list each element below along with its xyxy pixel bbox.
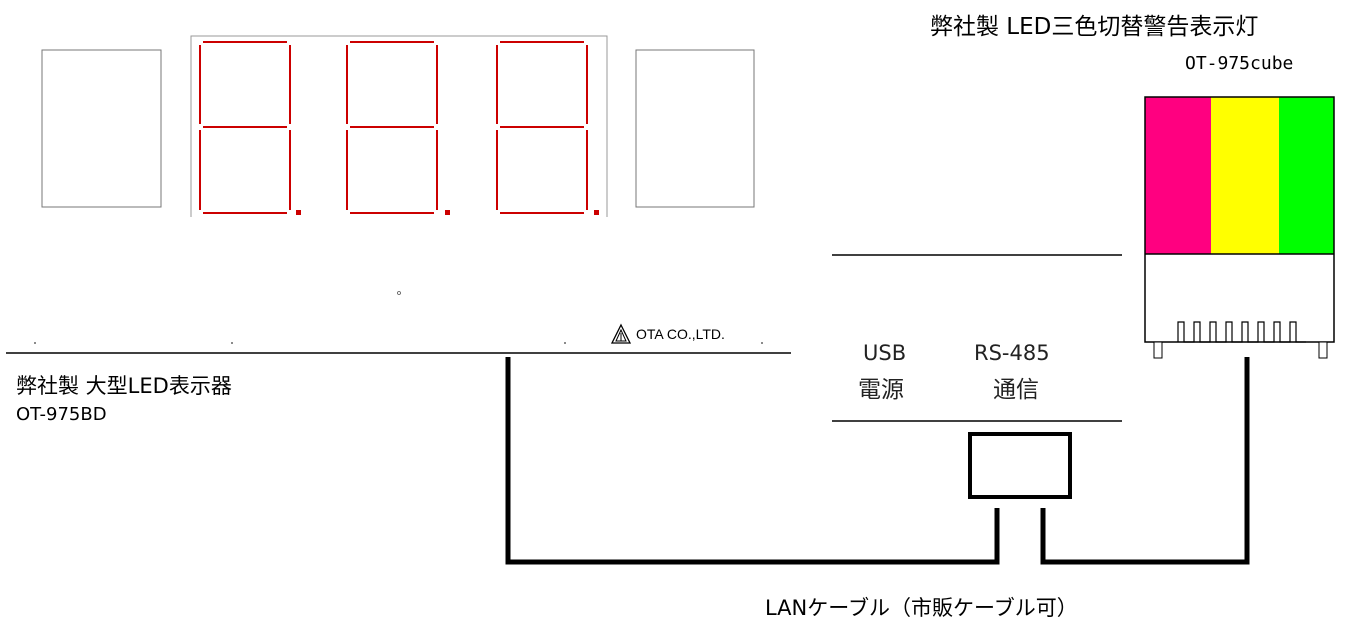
lamp-yellow xyxy=(1211,97,1279,254)
digit-3 xyxy=(496,41,588,214)
screw-dot xyxy=(34,342,36,344)
lamp-green xyxy=(1279,97,1334,254)
lan-cable-label: LANケーブル（市販ケーブル可） xyxy=(765,596,1078,620)
comm-label: 通信 xyxy=(993,377,1039,403)
io-box xyxy=(832,254,1122,499)
screw-dot xyxy=(231,342,233,344)
usb-label: USB xyxy=(863,341,907,365)
decimal-point-3 xyxy=(594,210,599,215)
lan-cable-to-tower xyxy=(1040,357,1250,565)
screw-dot xyxy=(761,342,763,344)
decimal-point-2 xyxy=(445,210,450,215)
rs485-label: RS-485 xyxy=(974,341,1050,365)
display-model: OT-975BD xyxy=(16,404,107,425)
lamp-red xyxy=(1145,97,1211,254)
tower-foot-right xyxy=(1318,341,1328,359)
screw-dot xyxy=(564,342,566,344)
tower-light xyxy=(1144,96,1335,359)
tower-foot-left xyxy=(1153,341,1163,359)
display-label: 弊社製 大型LED表示器 xyxy=(16,374,232,398)
ota-logo-icon xyxy=(610,323,632,344)
lan-cables xyxy=(505,357,1250,565)
decimal-point-1 xyxy=(296,210,301,215)
digit-frame xyxy=(190,35,608,217)
tower-light-label: 弊社製 LED三色切替警告表示灯 xyxy=(930,14,1259,40)
ota-logo-text: OTA CO.,LTD. xyxy=(636,326,725,342)
lan-cable-to-display xyxy=(505,357,1000,565)
sensor-dot xyxy=(397,291,401,295)
blank-panel-right xyxy=(635,49,755,208)
blank-panel-left xyxy=(41,49,162,208)
digit-2 xyxy=(346,41,438,214)
digit-1 xyxy=(199,41,291,214)
power-label: 電源 xyxy=(858,377,904,403)
tower-light-model: OT-975cube xyxy=(1185,53,1294,74)
ota-logo: OTA CO.,LTD. xyxy=(610,323,725,345)
lan-port xyxy=(968,432,1072,499)
tower-connector-pins xyxy=(1177,321,1306,343)
led-display-panel xyxy=(6,35,791,354)
